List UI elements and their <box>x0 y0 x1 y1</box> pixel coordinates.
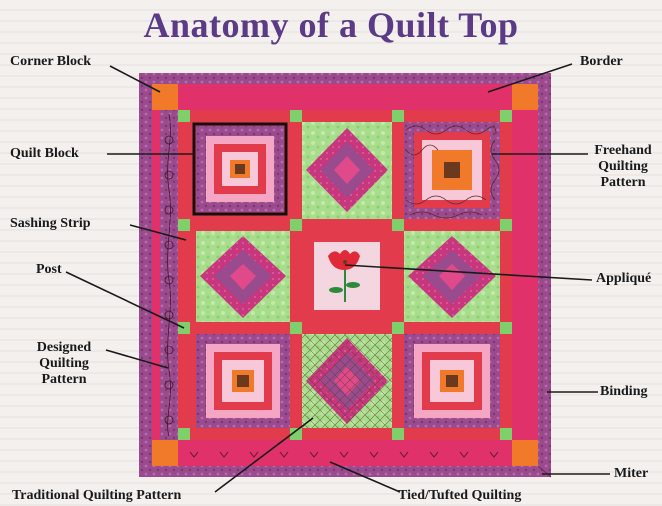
label-freehand-line2: Quilting <box>586 159 660 175</box>
quilt-block-traditional-quilting <box>302 334 392 428</box>
post <box>392 322 404 334</box>
post <box>290 110 302 122</box>
post <box>500 428 512 440</box>
label-sashing-strip: Sashing Strip <box>10 216 91 232</box>
left-inner-border <box>160 110 178 440</box>
post <box>178 110 190 122</box>
post <box>392 110 404 122</box>
post <box>392 428 404 440</box>
label-border: Border <box>580 54 623 70</box>
quilt-block-diamond-2 <box>196 231 290 322</box>
label-post: Post <box>36 262 62 278</box>
label-corner-block: Corner Block <box>10 54 91 70</box>
label-designed-line2: Quilting <box>24 356 104 372</box>
label-tied-tufted-quilting: Tied/Tufted Quilting <box>398 488 521 504</box>
label-freehand-line3: Pattern <box>586 175 660 191</box>
post <box>392 219 404 231</box>
quilt-block-diamond-3 <box>404 231 500 322</box>
post <box>178 219 190 231</box>
quilt-block-log-cabin-2 <box>196 334 290 428</box>
label-freehand-line1: Freehand <box>586 143 660 159</box>
corner-block-bl <box>152 440 178 466</box>
quilt-block-applique <box>302 231 392 322</box>
quilt-block-log-cabin-3 <box>404 334 500 428</box>
label-designed-line3: Pattern <box>24 372 104 388</box>
label-traditional-quilting-pattern: Traditional Quilting Pattern <box>12 488 181 504</box>
label-quilt-block: Quilt Block <box>10 146 79 162</box>
corner-block-tl <box>152 84 178 110</box>
label-miter: Miter <box>614 466 648 482</box>
post <box>290 219 302 231</box>
label-designed-line1: Designed <box>24 340 104 356</box>
corner-block-br <box>512 440 538 466</box>
corner-block-tr <box>512 84 538 110</box>
label-freehand-quilting-pattern: Freehand Quilting Pattern <box>586 143 660 191</box>
label-designed-quilting-pattern: Designed Quilting Pattern <box>24 340 104 388</box>
label-binding: Binding <box>600 384 647 400</box>
post <box>178 428 190 440</box>
quilt-block-diamond-1 <box>302 122 392 219</box>
post <box>500 219 512 231</box>
quilt-block-log-cabin-freehand <box>404 122 500 219</box>
post <box>500 110 512 122</box>
post <box>290 322 302 334</box>
post <box>500 322 512 334</box>
label-applique: Appliqué <box>596 271 651 287</box>
quilt-block-log-cabin-1 <box>196 126 284 212</box>
